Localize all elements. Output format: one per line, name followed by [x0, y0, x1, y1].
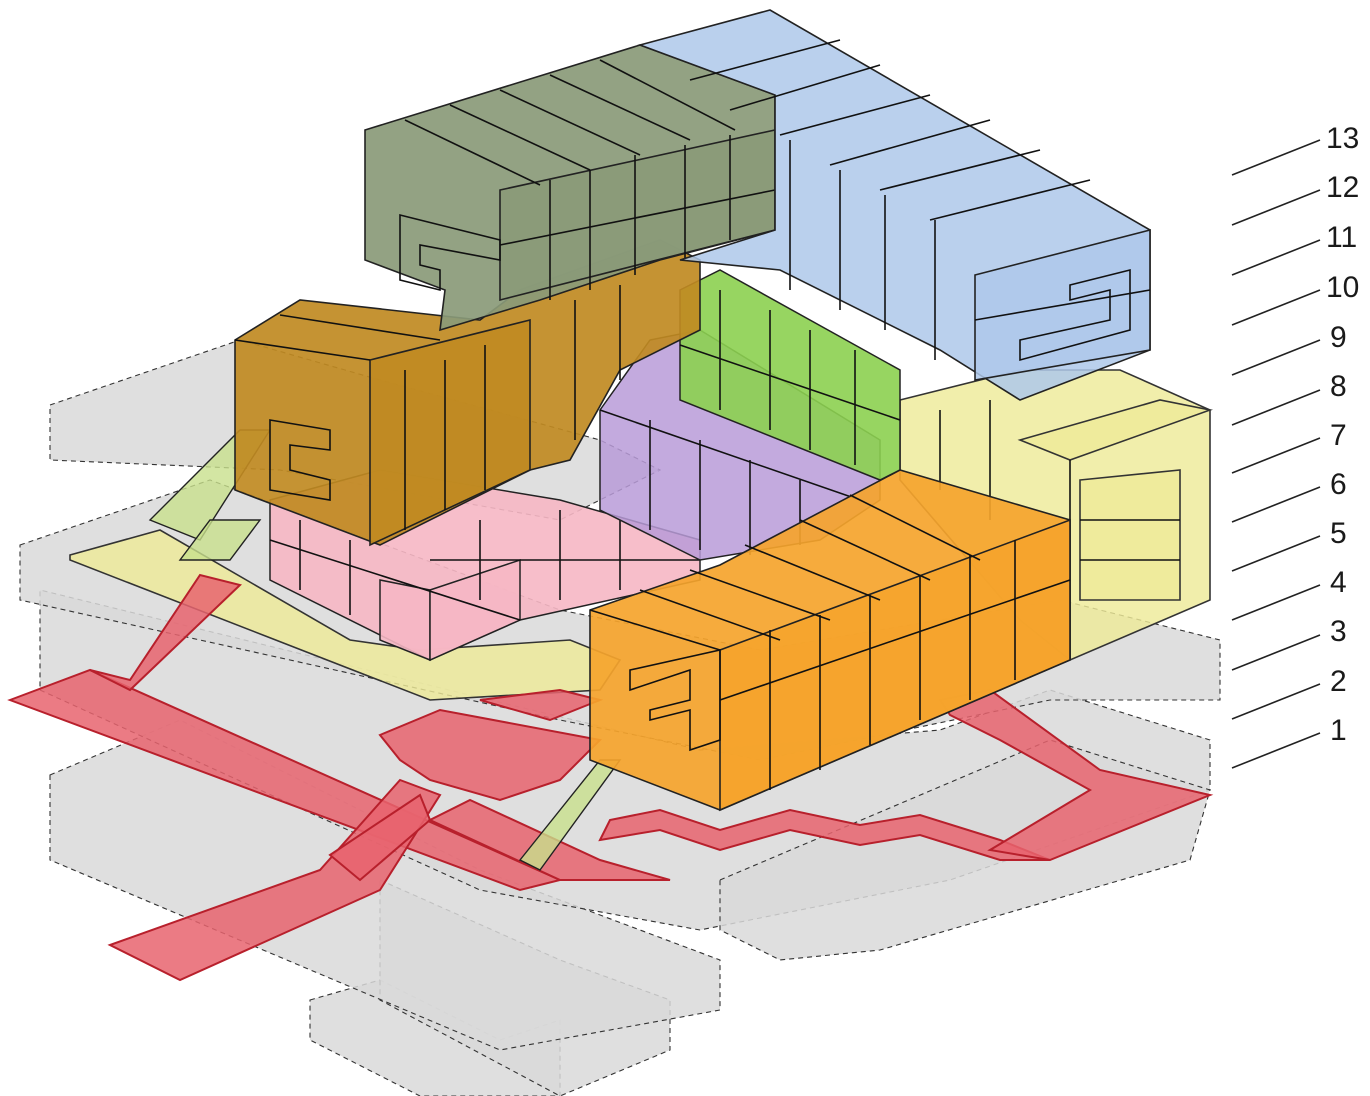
level-label-2: 2: [1330, 665, 1347, 698]
red-circulation: [7, 573, 1214, 982]
orange-volumes: [589, 469, 1071, 812]
level-label-11: 11: [1326, 221, 1357, 254]
blue-volumes: [637, 9, 1151, 401]
level-label-10: 10: [1326, 271, 1359, 304]
level-label-7: 7: [1330, 419, 1347, 452]
level-label-4: 4: [1330, 566, 1347, 599]
level-label-13: 13: [1326, 122, 1359, 155]
olive-volumes: [364, 44, 776, 332]
level-label-9: 9: [1330, 321, 1347, 354]
level-label-3: 3: [1330, 615, 1347, 648]
level-label-5: 5: [1330, 517, 1347, 550]
level-label-8: 8: [1330, 370, 1347, 403]
level-label-6: 6: [1330, 468, 1347, 501]
level-label-1: 1: [1330, 714, 1347, 747]
level-labels: 13 12 11 10 9 8 7 6 5 4 3 2 1: [1326, 122, 1359, 747]
level-leaders: [1231, 139, 1321, 769]
brown-volumes: [234, 239, 701, 547]
level-label-12: 12: [1326, 171, 1359, 204]
